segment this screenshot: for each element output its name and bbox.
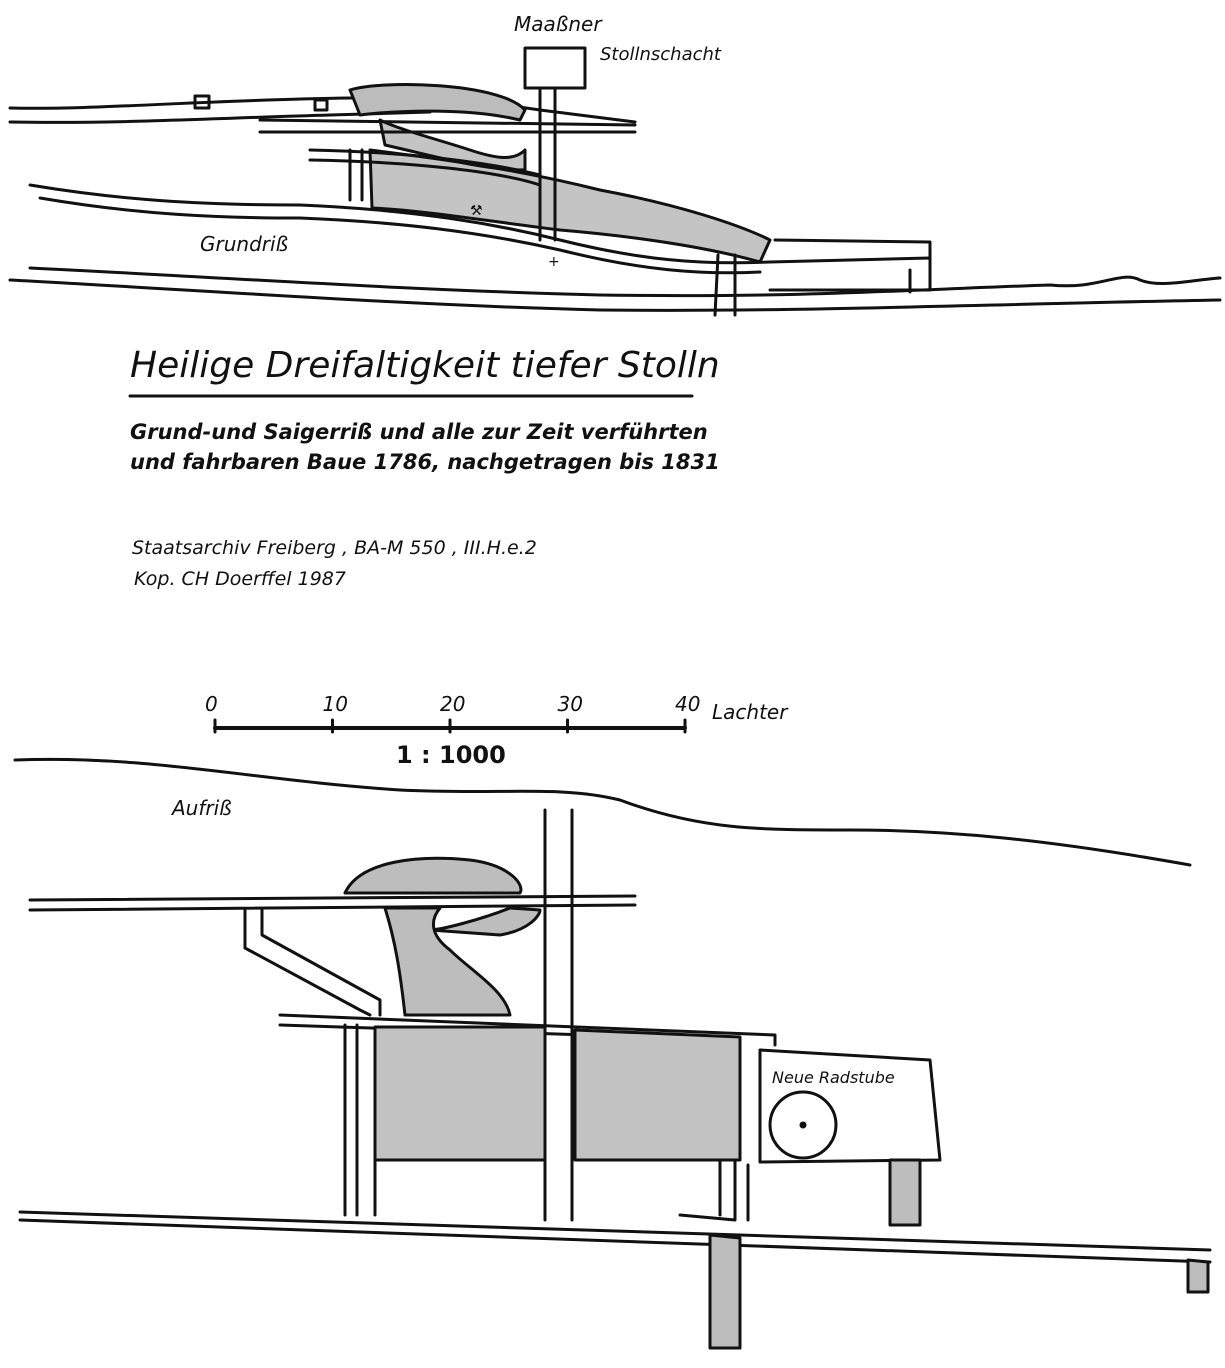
plan-shaded-lode-main (368, 148, 772, 264)
elevation-view-label: Aufriß (172, 796, 232, 820)
scale-tick-label: 20 (440, 692, 466, 716)
subtitle-line2: und fahrbaren Baue 1786, nachgetragen bi… (130, 450, 720, 474)
svg-text:⚒: ⚒ (470, 203, 483, 219)
main-stope-left (373, 1025, 547, 1162)
scale-tick-label: 0 (205, 692, 218, 716)
scale-bar (213, 718, 687, 734)
main-shaft (543, 808, 574, 1222)
scale-tick-label: 40 (675, 692, 701, 716)
plan-shaft (538, 83, 557, 242)
scale-unit: Lachter (712, 700, 788, 724)
upper-stope (343, 856, 523, 895)
plan-lower-boundary-line (28, 183, 932, 292)
shaft-label-line2: Stollnschacht (600, 44, 721, 65)
wheel-chamber-label: Neue Radstube (772, 1068, 895, 1087)
shaft-head-building (523, 46, 587, 90)
scale-tick-label: 10 (322, 692, 348, 716)
upper-adit (28, 894, 637, 912)
scale-tick-label: 30 (557, 692, 583, 716)
deep-adit (18, 1210, 1212, 1264)
plan-view-label: Grundriß (200, 232, 289, 256)
elevation-surface-line (13, 757, 1192, 867)
source-line1: Staatsarchiv Freiberg , BA-M 550 , III.H… (132, 537, 537, 559)
subtitle-line1: Grund-und Saigerriß und alle zur Zeit ve… (130, 420, 708, 444)
svg-text:+: + (548, 254, 560, 270)
shaft-label-line1: Maaßner (514, 12, 602, 36)
plan-view-drawing: ⚒ + (8, 46, 1222, 317)
page-title: Heilige Dreifaltigkeit tiefer Stolln (130, 345, 720, 386)
scale-ratio: 1 : 1000 (396, 741, 506, 769)
main-stope-right (573, 1028, 742, 1162)
source-line2: Kop. CH Doerffel 1987 (134, 568, 346, 590)
plan-shaded-lode (348, 83, 527, 122)
elevation-view-drawing (13, 757, 1212, 1350)
